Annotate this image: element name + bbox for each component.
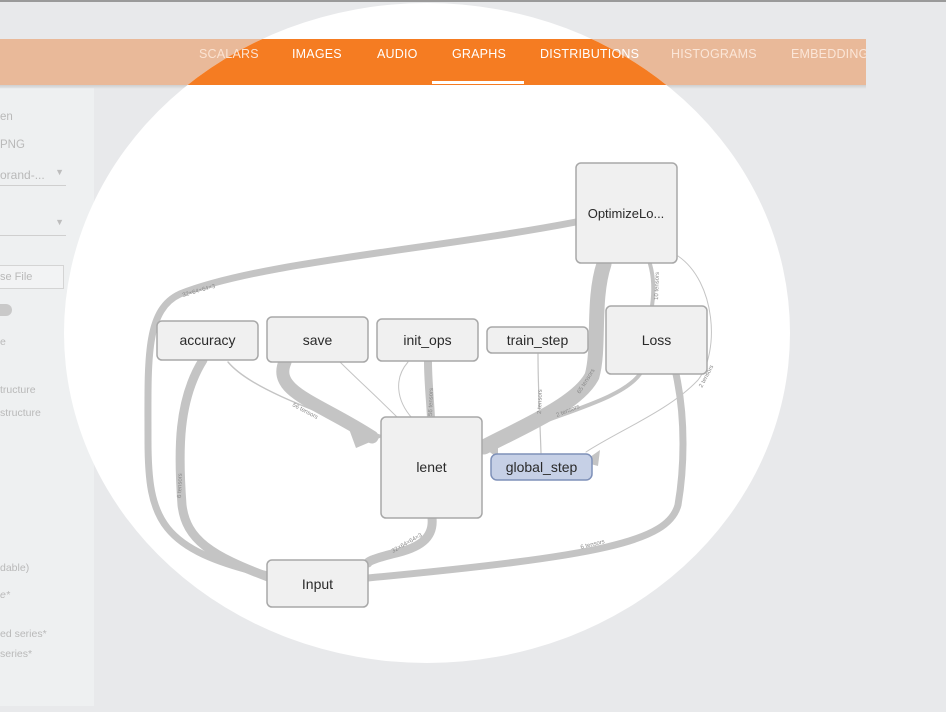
tab-scalars[interactable]: SCALARS	[199, 47, 259, 61]
run-select[interactable]: orand-... ▼	[0, 164, 66, 186]
node-label: init_ops	[403, 332, 451, 348]
tab-images[interactable]: IMAGES	[292, 47, 342, 61]
choose-file-button[interactable]: se File	[0, 265, 64, 289]
choose-file-label: se File	[0, 271, 33, 283]
edge-label: 2 tensors	[537, 389, 544, 414]
node-label: save	[303, 332, 333, 348]
legend-line: dable)	[0, 562, 30, 574]
run-select-value: orand-...	[0, 168, 45, 182]
graph-node-global-step[interactable]: global_step	[490, 453, 593, 481]
graph-node-accuracy[interactable]: accuracy	[156, 320, 259, 361]
edge-optimize-input	[144, 218, 580, 579]
tag-select[interactable]: ▼	[0, 214, 66, 236]
tab-embeddings[interactable]: EMBEDDINGS	[791, 47, 866, 61]
tab-distributions[interactable]: DISTRIBUTIONS	[540, 47, 640, 61]
graph-node-save[interactable]: save	[266, 316, 369, 363]
tab-active-indicator	[432, 81, 524, 84]
edge-initops-lenet	[424, 358, 435, 422]
edge-lenet-input	[363, 513, 437, 568]
graph-node-optimize[interactable]: OptimizeLo...	[575, 162, 678, 264]
edge-label: 56 tensors	[428, 388, 435, 416]
edge-label: 10 tensors	[654, 272, 661, 300]
sidebar-line: e	[0, 336, 6, 348]
edge-label: 6 tensors	[580, 539, 605, 551]
radio-label-structure[interactable]: tructure	[0, 384, 36, 396]
edge-accuracy-input	[175, 355, 273, 582]
legend-line: ed series*	[0, 628, 47, 640]
graph-node-lenet[interactable]: lenet	[380, 416, 483, 519]
tab-histograms[interactable]: HISTOGRAMS	[671, 47, 757, 61]
legend-line: series*	[0, 648, 33, 660]
radio-label-device[interactable]: structure	[0, 407, 41, 419]
chevron-down-icon: ▼	[55, 167, 64, 177]
sidebar-line: PNG	[0, 139, 25, 151]
node-label: accuracy	[179, 332, 235, 348]
node-label: train_step	[507, 332, 569, 348]
graph-node-init-ops[interactable]: init_ops	[376, 318, 479, 362]
edge-optimize-loss	[648, 262, 656, 308]
tab-audio[interactable]: AUDIO	[377, 47, 418, 61]
node-label: global_step	[506, 459, 578, 475]
arrowhead	[345, 418, 382, 448]
sidebar-line: en	[0, 111, 13, 123]
header-bar-highlighted	[64, 39, 790, 85]
legend-line: e*	[0, 589, 10, 601]
sidebar: en PNG orand-... ▼ ▼ se File e tructure …	[0, 88, 94, 706]
graph-node-input[interactable]: Input	[266, 559, 369, 608]
edge-save-lenet-thin	[339, 361, 399, 419]
node-label: OptimizeLo...	[588, 206, 665, 221]
arrowhead	[484, 440, 498, 458]
edge-loss-lenet	[482, 372, 642, 450]
edge-initops-lenet-thin	[398, 361, 413, 419]
edge-trainstep-globalstep	[537, 353, 542, 454]
graph-node-train-step[interactable]: train_step	[486, 326, 589, 354]
edge-label: 6 tensors	[177, 473, 184, 498]
toggle-switch[interactable]	[0, 304, 12, 316]
window-top-rule	[0, 0, 946, 2]
node-label: Loss	[642, 332, 672, 348]
graph-node-loss[interactable]: Loss	[605, 305, 708, 375]
node-label: Input	[302, 576, 333, 592]
node-label: lenet	[416, 459, 446, 475]
edge-loss-input	[364, 370, 687, 582]
chevron-down-icon: ▼	[55, 217, 64, 227]
edge-optimize-globalstep	[585, 255, 712, 453]
tab-graphs[interactable]: GRAPHS	[452, 47, 506, 61]
